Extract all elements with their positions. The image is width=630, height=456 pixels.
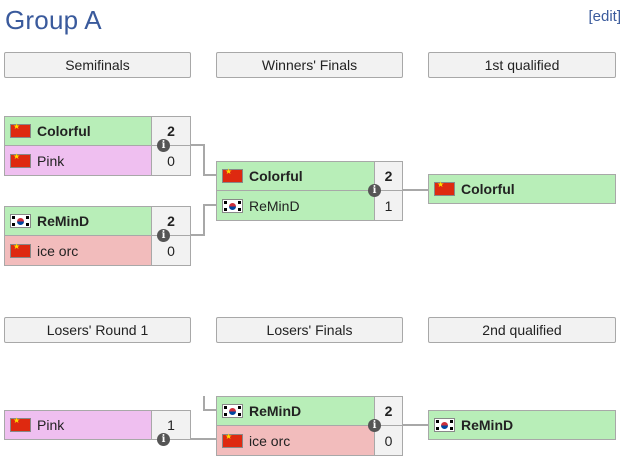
connector-line (203, 204, 217, 206)
match-info-icon[interactable]: i (368, 419, 381, 432)
header-second-qualified: 2nd qualified (428, 317, 616, 343)
china-flag-icon (10, 416, 31, 432)
korea-flag-icon (434, 418, 455, 432)
china-flag-icon (10, 242, 31, 258)
page-title: Group A (5, 5, 102, 35)
connector-line (203, 144, 205, 175)
header-first-qualified: 1st qualified (428, 52, 616, 78)
player-score: 2 (151, 117, 190, 145)
china-flag-icon (434, 180, 455, 196)
player-name[interactable]: Colorful (461, 181, 515, 197)
korea-flag-icon (222, 198, 243, 213)
match-info-icon[interactable]: i (157, 433, 170, 446)
player-name[interactable]: ReMinD (461, 417, 514, 433)
connector-line (203, 174, 217, 176)
player-score: 2 (151, 207, 190, 235)
header-semifinals: Semifinals (4, 52, 191, 78)
player-name[interactable]: ReMinD (249, 403, 302, 419)
player-score: 1 (151, 411, 190, 439)
match-info-icon[interactable]: i (157, 139, 170, 152)
connector-line (203, 396, 205, 410)
china-flag-icon (222, 167, 243, 183)
match-info-icon[interactable]: i (157, 229, 170, 242)
player-name[interactable]: Pink (37, 417, 65, 433)
match-info-icon[interactable]: i (368, 184, 381, 197)
china-flag-icon (222, 432, 243, 448)
china-flag-icon (10, 122, 31, 138)
player-score: 0 (151, 236, 190, 265)
player-name[interactable]: ice orc (37, 242, 79, 259)
header-winners-finals: Winners' Finals (216, 52, 403, 78)
second-qualified-slot: ReMinD (428, 410, 616, 440)
edit-link[interactable]: [edit] (588, 8, 621, 25)
player-name[interactable]: Colorful (37, 123, 91, 139)
player-name[interactable]: ReMinD (249, 197, 300, 214)
match-row-loser: Pink 0 (4, 146, 191, 176)
player-name[interactable]: ice orc (249, 432, 291, 449)
header-losers-finals: Losers' Finals (216, 317, 403, 343)
korea-flag-icon (10, 214, 31, 228)
player-name[interactable]: Pink (37, 152, 65, 169)
connector-line (203, 409, 217, 411)
player-score: 0 (151, 146, 190, 175)
china-flag-icon (10, 152, 31, 168)
connector-line (203, 204, 205, 236)
player-name[interactable]: ReMinD (37, 213, 90, 229)
header-losers-round1: Losers' Round 1 (4, 317, 191, 343)
player-name[interactable]: Colorful (249, 168, 303, 184)
player-score: 1 (374, 191, 402, 220)
first-qualified-slot: Colorful (428, 174, 616, 204)
korea-flag-icon (222, 404, 243, 418)
